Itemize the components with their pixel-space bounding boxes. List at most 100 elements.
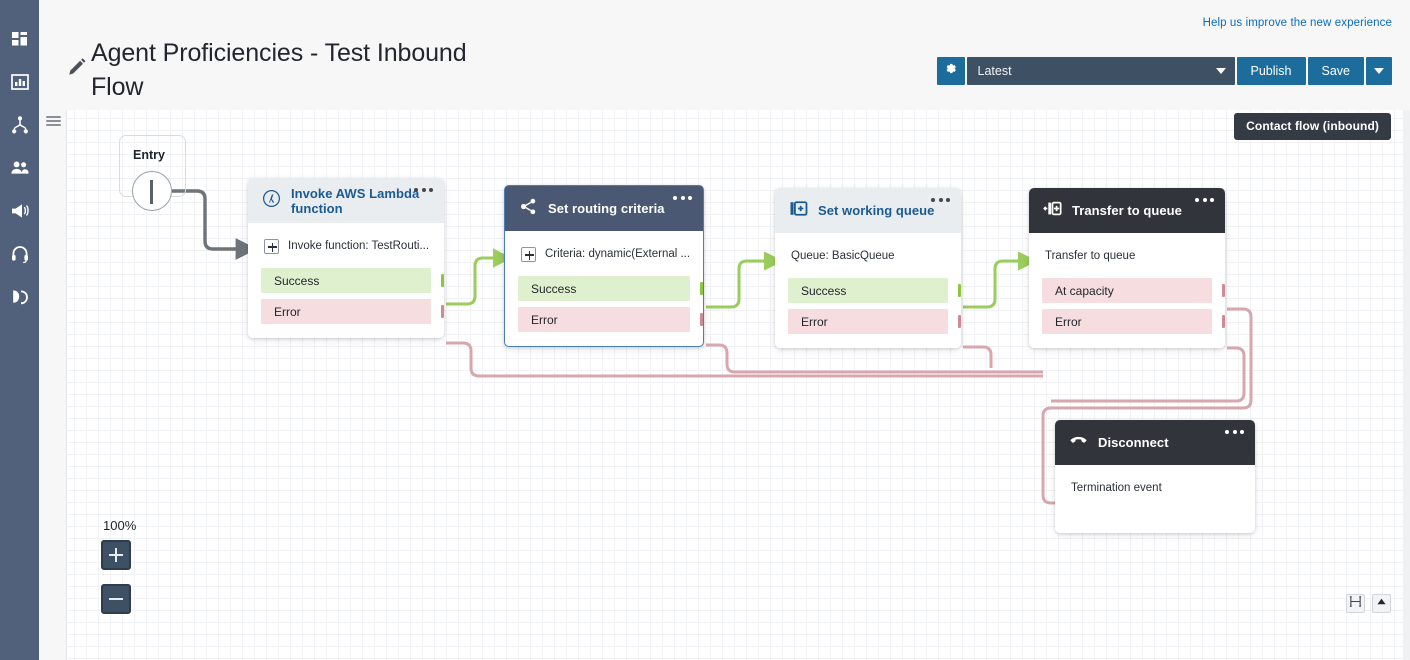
flow-node-invoke-lambda[interactable]: Invoke AWS Lambda function Invoke functi… (248, 178, 444, 338)
node-parameter-row[interactable]: Invoke function: TestRouti... (248, 235, 444, 257)
branch-label: Success (531, 281, 577, 296)
publish-button[interactable]: Publish (1236, 57, 1306, 85)
chevron-down-icon (1374, 68, 1384, 74)
version-select[interactable]: Latest (966, 57, 1235, 85)
bar-chart-icon (10, 72, 30, 92)
node-parameter-row[interactable]: Criteria: dynamic(External ... (505, 243, 703, 265)
branch-port[interactable] (958, 284, 961, 297)
node-title: Disconnect (1098, 435, 1169, 450)
branch-label: Success (801, 283, 847, 298)
node-body: Termination event (1055, 465, 1255, 533)
more-options-icon[interactable] (1225, 430, 1244, 434)
left-sidebar (0, 0, 39, 660)
branch-success[interactable]: Success (788, 278, 961, 303)
flow-node-set-routing-criteria[interactable]: Set routing criteria Criteria: dynamic(E… (504, 185, 704, 347)
drag-handle-icon[interactable] (46, 116, 61, 127)
flow-type-badge: Contact flow (inbound) (1234, 113, 1391, 140)
help-link[interactable]: Help us improve the new experience (1202, 17, 1392, 29)
page-header: Help us improve the new experience Agent… (39, 0, 1410, 110)
node-parameter-text: Transfer to queue (1045, 250, 1136, 262)
branch-label: Success (274, 273, 320, 288)
fit-to-screen-button[interactable] (1346, 594, 1365, 613)
branch-label: Error (531, 312, 558, 327)
entry-point-handle[interactable] (132, 171, 172, 211)
flow-branch-icon (10, 115, 30, 135)
branch-error[interactable]: Error (261, 299, 444, 324)
zoom-in-button[interactable] (101, 540, 131, 570)
node-parameter-text: Invoke function: TestRouti... (288, 240, 430, 252)
megaphone-icon (10, 201, 30, 221)
node-parameter-row[interactable]: Termination event (1055, 477, 1255, 499)
branch-port[interactable] (1222, 315, 1225, 328)
node-parameter-text: Termination event (1071, 482, 1162, 494)
branch-port[interactable] (700, 282, 703, 295)
plus-icon (521, 246, 536, 262)
node-parameter-text: Criteria: dynamic(External ... (545, 248, 691, 260)
collapse-panel-button[interactable] (1372, 594, 1391, 613)
node-parameter-row[interactable]: Transfer to queue (1029, 245, 1225, 267)
branch-error[interactable]: Error (1042, 309, 1225, 334)
branch-port[interactable] (1222, 284, 1225, 297)
more-options-icon[interactable] (1195, 198, 1214, 202)
sidebar-item-channels[interactable] (9, 286, 31, 308)
sidebar-item-routing[interactable] (9, 114, 31, 136)
branch-success[interactable]: Success (261, 268, 444, 293)
fit-to-screen-icon (1349, 595, 1362, 613)
save-options-button[interactable] (1366, 57, 1392, 85)
branch-port[interactable] (958, 315, 961, 328)
hangup-phone-icon (1069, 431, 1088, 455)
node-header: Set routing criteria (505, 186, 703, 231)
branch-label: Error (801, 314, 828, 329)
node-parameter-text: Queue: BasicQueue (791, 250, 895, 262)
branch-label: Error (1055, 314, 1082, 329)
plus-icon (264, 238, 279, 254)
flow-node-set-working-queue[interactable]: Set working queue Queue: BasicQueue Succ… (775, 188, 961, 348)
node-branches: Success Error (505, 276, 703, 332)
branch-error[interactable]: Error (518, 307, 703, 332)
node-body: Criteria: dynamic(External ... Success E… (505, 231, 703, 346)
zoom-level-label: 100% (103, 518, 137, 533)
flow-node-transfer-to-queue[interactable]: Transfer to queue Transfer to queue At c… (1029, 188, 1225, 348)
sidebar-item-dashboard[interactable] (9, 28, 31, 50)
branch-port[interactable] (700, 313, 703, 326)
node-header: Set working queue (775, 188, 961, 233)
collapse-up-icon (1375, 595, 1388, 613)
pencil-icon[interactable] (67, 57, 87, 77)
headset-icon (10, 244, 30, 264)
node-branches: Success Error (775, 278, 961, 334)
sidebar-item-agent[interactable] (9, 243, 31, 265)
users-icon (10, 158, 30, 178)
more-options-icon[interactable] (414, 188, 433, 192)
branch-at-capacity[interactable]: At capacity (1042, 278, 1225, 303)
page-title: Agent Proficiencies - Test Inbound Flow (91, 39, 467, 101)
zoom-out-button[interactable] (101, 584, 131, 614)
sidebar-item-users[interactable] (9, 157, 31, 179)
save-button[interactable]: Save (1307, 57, 1364, 85)
more-options-icon[interactable] (931, 198, 950, 202)
branch-port[interactable] (441, 274, 444, 287)
node-header: Disconnect (1055, 420, 1255, 465)
flow-node-disconnect[interactable]: Disconnect Termination event (1055, 420, 1255, 533)
sidebar-item-analytics[interactable] (9, 71, 31, 93)
node-title: Transfer to queue (1072, 203, 1182, 218)
canvas-left-rail (39, 110, 67, 660)
node-body: Queue: BasicQueue Success Error (775, 233, 961, 348)
branch-error[interactable]: Error (788, 309, 961, 334)
sidebar-item-campaigns[interactable] (9, 200, 31, 222)
canvas-bottom-controls (1346, 594, 1391, 613)
node-title: Invoke AWS Lambda function (291, 185, 420, 216)
node-body: Invoke function: TestRouti... Success Er… (248, 223, 444, 338)
settings-gear-button[interactable] (936, 57, 965, 85)
version-select-value: Latest (977, 64, 1012, 78)
node-body: Transfer to queue At capacity Error (1029, 233, 1225, 348)
branch-label: Error (274, 304, 301, 319)
canvas-scrollbar[interactable] (1403, 110, 1410, 660)
more-options-icon[interactable] (673, 196, 692, 200)
flow-canvas[interactable]: Contact flow (inbound) (39, 110, 1410, 660)
lambda-icon (262, 189, 281, 213)
queue-plus-icon (789, 199, 808, 223)
node-parameter-row[interactable]: Queue: BasicQueue (775, 245, 961, 267)
branch-success[interactable]: Success (518, 276, 703, 301)
share-branch-icon (519, 197, 538, 221)
branch-port[interactable] (441, 305, 444, 318)
